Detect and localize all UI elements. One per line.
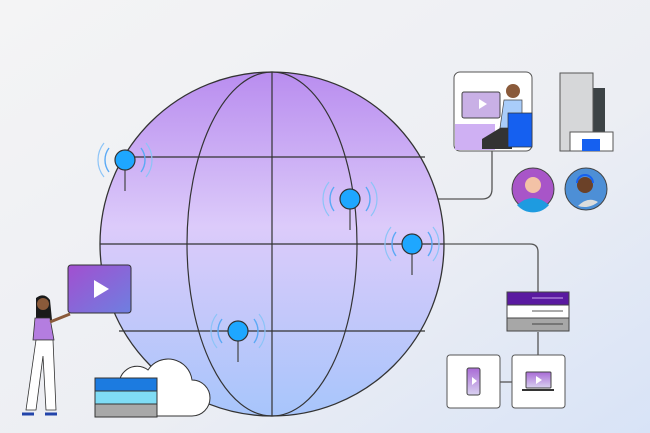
headset-avatar — [564, 167, 608, 211]
play-icon — [94, 280, 109, 298]
signal-beacon-icon — [210, 313, 266, 362]
server-panel-icon — [506, 291, 570, 332]
signal-beacon-icon — [97, 142, 153, 191]
video-screen[interactable] — [67, 264, 132, 314]
smartphone-card[interactable] — [446, 354, 501, 409]
signal-beacon-icon — [384, 226, 440, 275]
signal-beacon-icon — [322, 181, 378, 230]
server-rack-icon — [94, 377, 158, 418]
agent-avatar — [511, 167, 555, 213]
laptop-card[interactable] — [511, 354, 566, 409]
office-building-icon — [559, 72, 614, 152]
person-at-desk-card — [453, 71, 533, 152]
woman-presenting-figure — [22, 295, 71, 416]
connector-lines — [385, 150, 539, 383]
globe-icon — [99, 71, 445, 417]
